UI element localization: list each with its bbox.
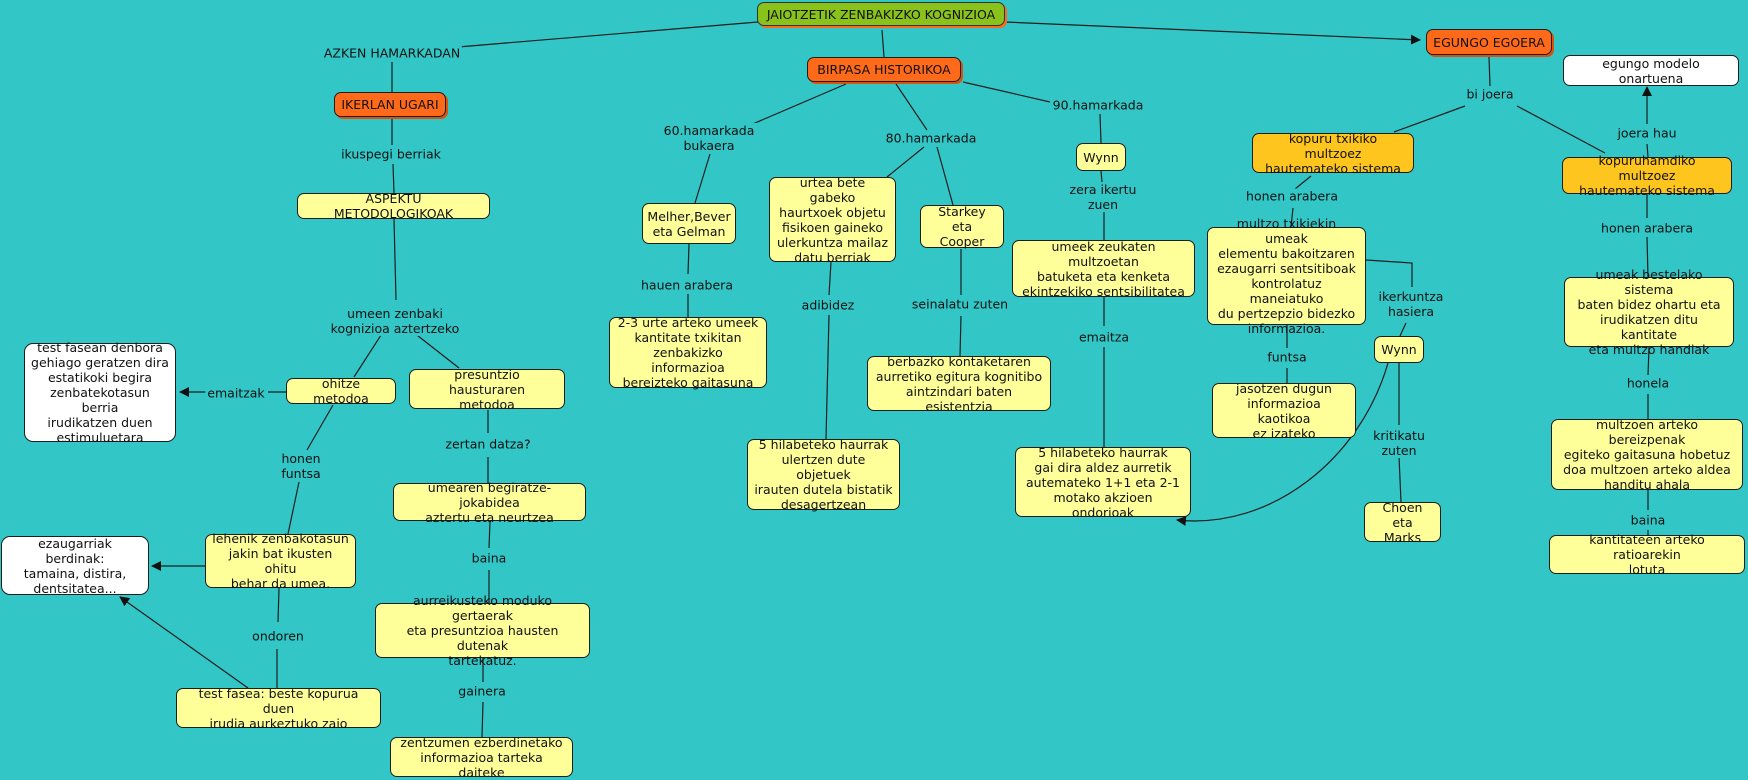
node-birpasa-historikoa[interactable]: BIRPASA HISTORIKOA [807,57,961,82]
label-emaitzak: emaitzak [205,385,267,401]
node-aurreikusteko[interactable]: aurreikusteko moduko gertaerak eta presu… [375,593,590,668]
root-node[interactable]: JAIOTZETIK ZENBAKIZKO KOGNIZIOA [757,2,1005,26]
node-starkey-cooper[interactable]: Starkey eta Cooper [920,204,1004,249]
label-emaitza: emaitza [1076,329,1132,345]
label-azken-hamarkadan: AZKEN HAMARKADAN [321,45,463,61]
node-kantitateen-arteko[interactable]: kantitateen arteko ratioarekin lotuta [1549,532,1745,577]
label-funtsa: funtsa [1265,349,1309,365]
label-honen-arabera-1: honen arabera [1244,188,1340,204]
node-egungo-egoera[interactable]: EGUNGO EGOERA [1426,29,1552,55]
node-presuntzio-metodoa[interactable]: presuntzio hausturaren metodoa [409,367,565,412]
node-ezaugarriak[interactable]: ezaugarriak berdinak: tamaina, distira, … [1,536,149,596]
node-multzo-txikiekin[interactable]: multzo txikiekin umeak elementu bakoitza… [1207,216,1366,336]
node-jasotzen-dugun[interactable]: jasotzen dugun informazioa kaotikoa ez i… [1212,381,1356,441]
label-60-hamarkada: 60.hamarkada bukaera [661,123,757,153]
node-5-hilabete-gai[interactable]: 5 hilabeteko haurrak gai dira aldez aurr… [1015,445,1191,520]
node-wynn-1[interactable]: Wynn [1076,143,1126,171]
node-aspektu-metodologikoak[interactable]: ASPEKTU METODOLOGIKOAK [297,191,490,221]
label-seinalatu-zuten: seinalatu zuten [909,296,1011,312]
node-lehenik[interactable]: lehenik zenbakotasun jakin bat ikusten o… [205,531,356,591]
label-joera-hau: joera hau [1615,125,1679,141]
node-wynn-2[interactable]: Wynn [1374,336,1424,363]
label-baina-2: baina [1628,512,1668,528]
label-umeen-zenbaki: umeen zenbaki kognizioa aztertzeko [328,306,462,336]
node-umeak-bestelako[interactable]: umeak bestelako sistema baten bidez ohar… [1564,267,1734,357]
label-ikerkuntza-hasiera: ikerkuntza hasiera [1376,289,1446,319]
node-choen-marks[interactable]: Choen eta Marks [1364,500,1441,545]
label-honen-arabera-2: honen arabera [1599,220,1695,236]
label-hauen-arabera: hauen arabera [639,277,735,293]
node-ikerlan-ugari[interactable]: IKERLAN UGARI [334,92,446,117]
label-ikuspegi-berriak: ikuspegi berriak [339,146,443,162]
label-zertan-datza: zertan datza? [443,436,533,452]
label-gainera: gainera [456,683,508,699]
label-ondoren: ondoren [250,628,306,644]
node-5-hilabete-objetuek[interactable]: 5 hilabeteko haurrak ulertzen dute objet… [747,437,900,512]
node-umearen-begiratze[interactable]: umearen begiratze-jokabidea aztertu eta … [393,480,586,525]
label-honen-funtsa: honen funtsa [279,451,323,481]
node-melher-bever-gelman[interactable]: Melher,Bever eta Gelman [642,203,736,244]
node-umeek-zeukaten[interactable]: umeek zeukaten multzoetan batuketa eta k… [1012,239,1195,299]
label-90-hamarkada: 90.hamarkada [1050,97,1146,113]
label-bi-joera: bi joera [1464,86,1516,102]
node-multzoen-arteko[interactable]: multzoen arteko bereizpenak egiteko gait… [1551,417,1743,492]
label-adibidez: adibidez [799,297,857,313]
node-test-denbora[interactable]: test fasean denbora gehiago geratzen dir… [24,340,176,445]
node-kopuru-txikiko[interactable]: kopuru txikiko multzoez hautemateko sist… [1252,131,1414,176]
label-80-hamarkada: 80.hamarkada [883,130,979,146]
node-ohitze-metodoa[interactable]: ohitze metodoa [286,376,396,406]
node-berbazko-kontaketa[interactable]: berbazko kontaketaren aurretiko egitura … [867,354,1051,414]
node-urtea-bete-gabeko[interactable]: urtea bete gabeko haurtxoek objetu fisik… [769,175,896,265]
label-honela: honela [1624,375,1672,391]
node-2-3-urte[interactable]: 2-3 urte arteko umeek kantitate txikitan… [609,315,767,390]
label-kritikatu-zuten: kritikatu zuten [1371,428,1427,458]
node-zentzumen[interactable]: zentzumen ezberdinetako informazioa tart… [390,735,573,780]
node-kopuruhandiko[interactable]: kopuruhamdiko multzoez hautemateko siste… [1562,153,1732,198]
node-egungo-modelo[interactable]: egungo modelo onartuena [1563,55,1739,86]
node-test-fasea[interactable]: test fasea: beste kopurua duen irudia au… [176,686,381,731]
label-zera-ikertu: zera ikertu zuen [1067,182,1139,212]
label-baina-1: baina [469,550,509,566]
